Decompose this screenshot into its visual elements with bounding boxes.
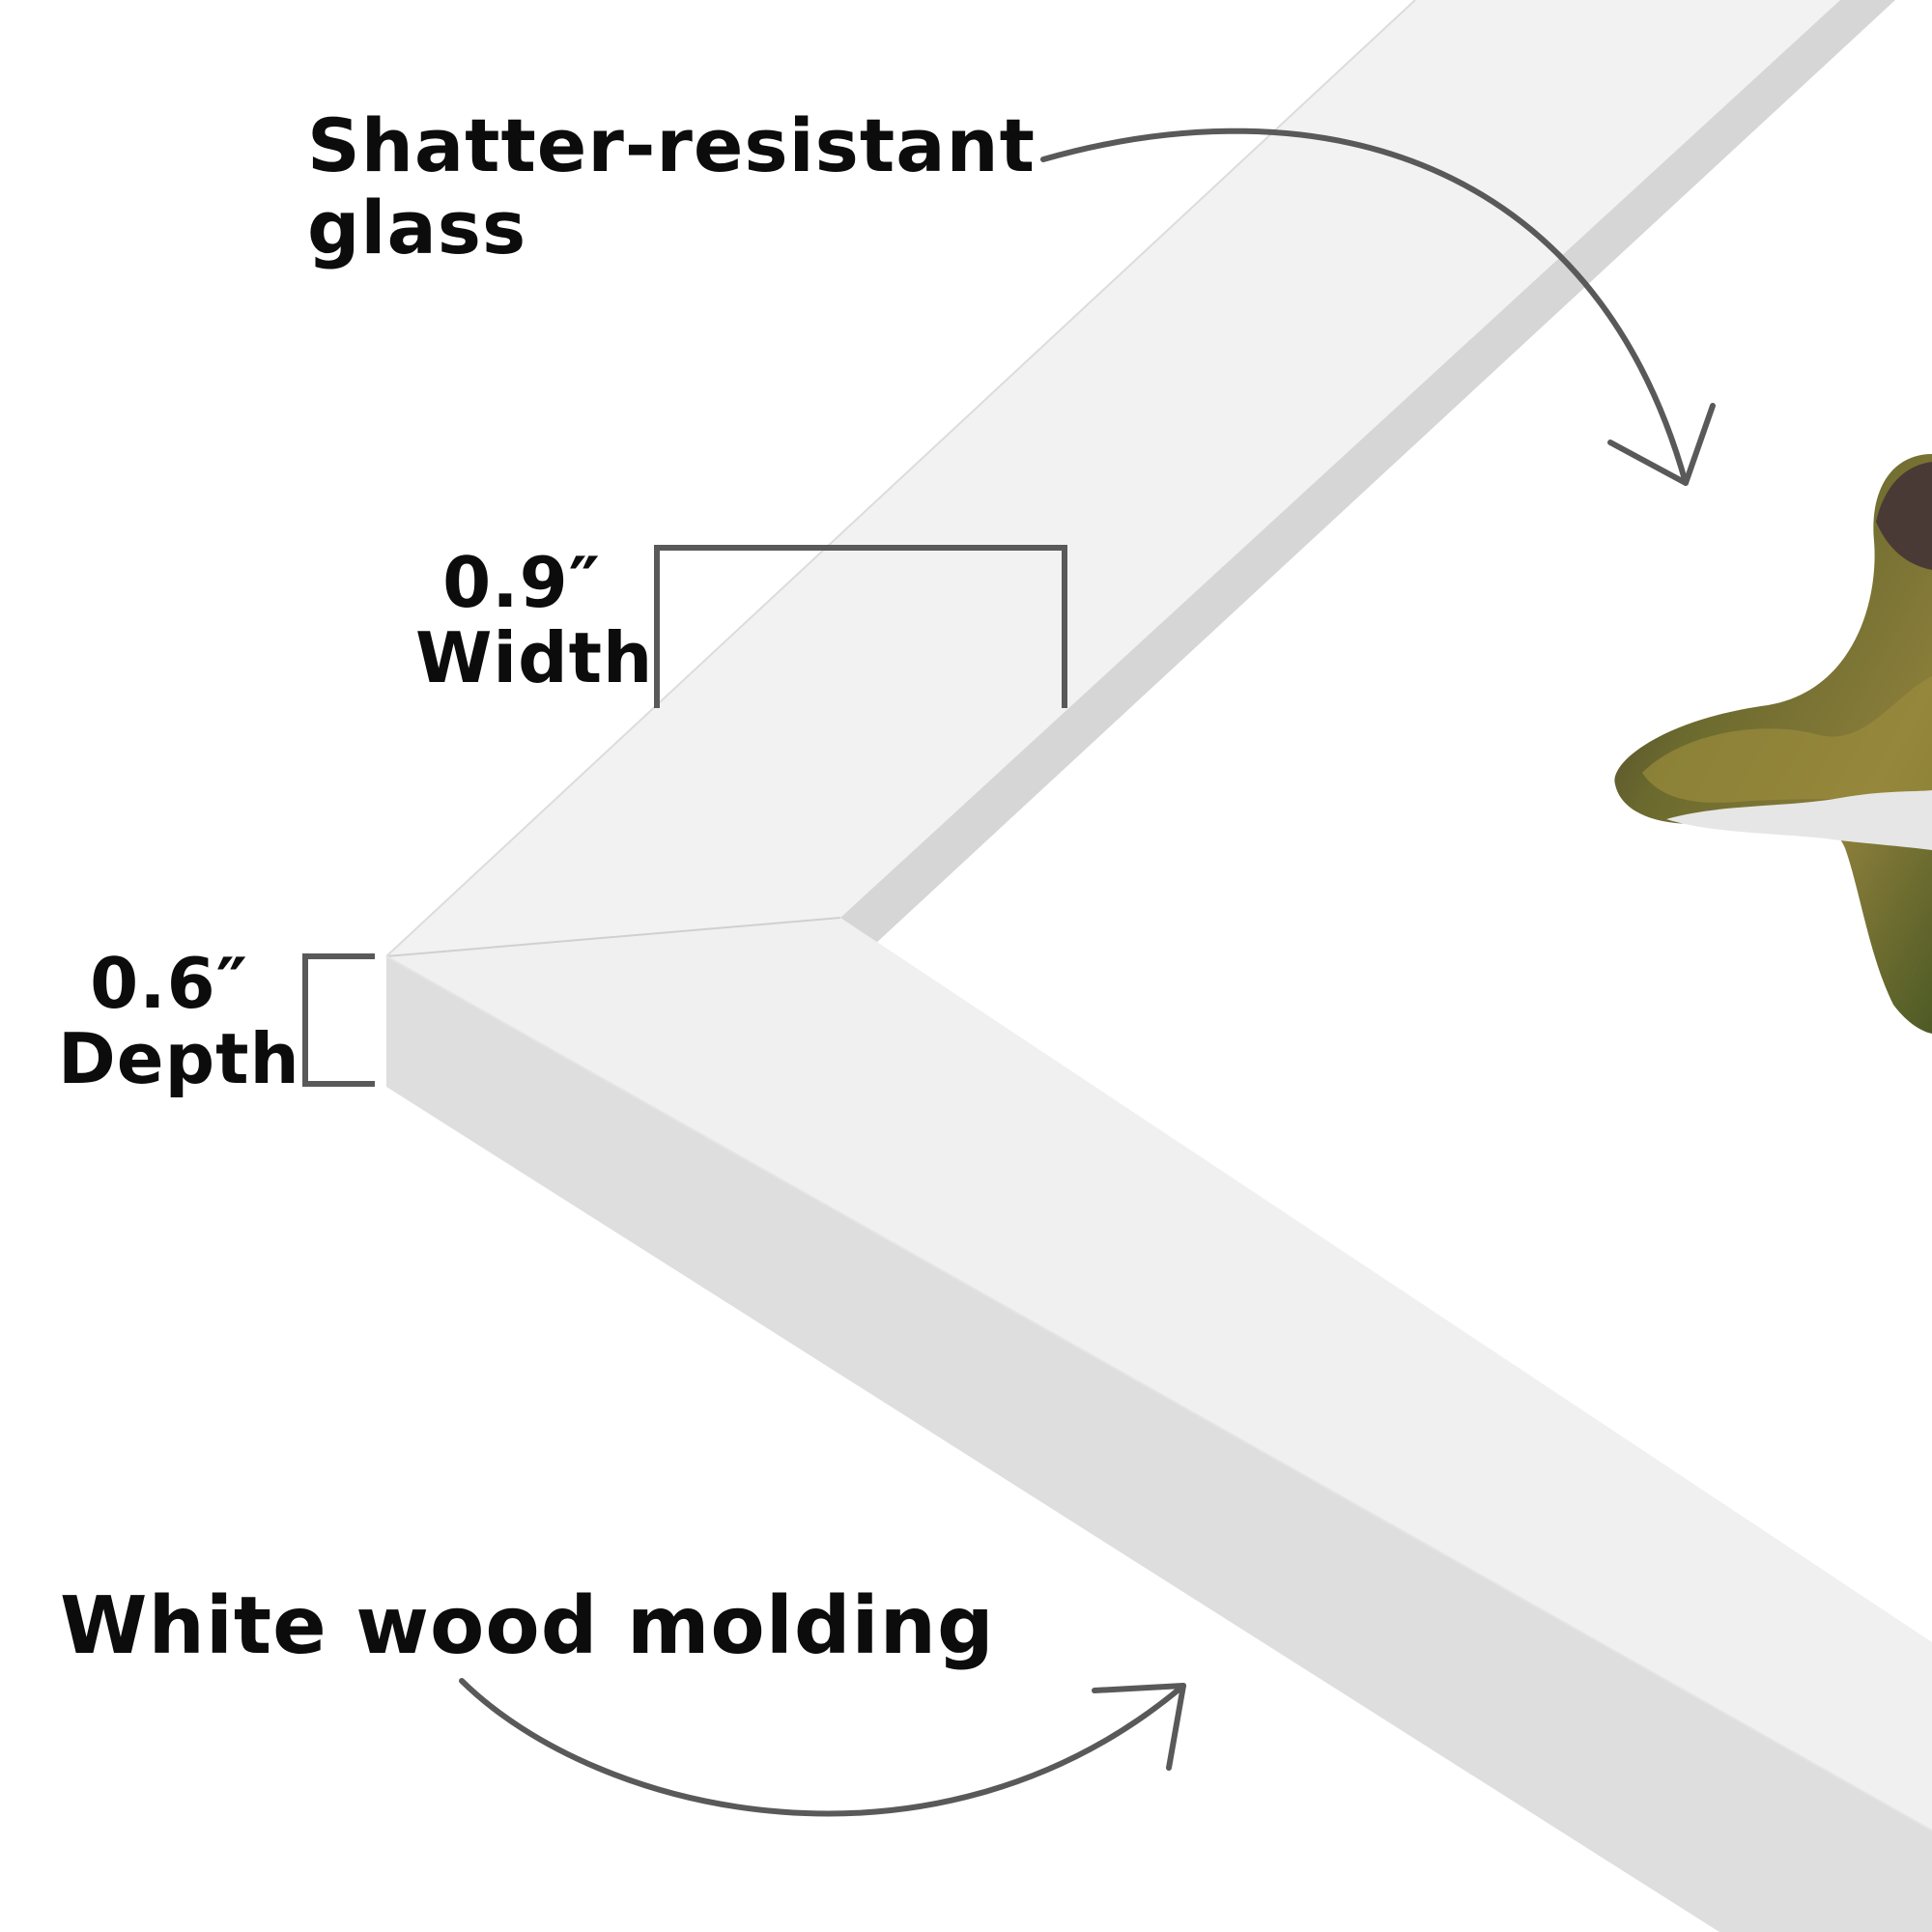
bracket-icon	[302, 953, 375, 1087]
width-value: 0.9″	[442, 542, 601, 623]
glass-callout-line-2: glass	[307, 185, 527, 271]
frame-outer-edge	[385, 0, 1416, 957]
width-caption: Width	[415, 616, 654, 698]
depth-caption: Depth	[58, 1017, 300, 1099]
frame-bottom-edge	[385, 955, 1932, 1832]
depth-value: 0.6″	[90, 943, 248, 1024]
photo-foliage-highlight	[1642, 676, 1932, 803]
frame-top-rail-face	[386, 0, 1840, 956]
width-callout-label: 0.9″ Width	[415, 542, 654, 698]
curved-arrow-icon	[1040, 128, 1716, 486]
molding-callout-label: White wood molding	[60, 1580, 995, 1672]
glass-callout-label: Shatter-resistant glass	[307, 104, 1036, 269]
photo-dark-top	[1876, 462, 1932, 570]
frame-miter-edge	[385, 917, 841, 957]
frame-bottom-rail-side	[386, 956, 1932, 1932]
frame-top-rail-bevel	[840, 0, 1895, 945]
photo-white-fabric	[1666, 790, 1932, 850]
curved-arrow-icon	[459, 1678, 1186, 1817]
depth-callout-label: 0.6″ Depth	[58, 943, 300, 1099]
glass-callout-line-1: Shatter-resistant	[307, 102, 1036, 188]
bracket-icon	[654, 545, 1067, 708]
frame-bottom-rail-face	[386, 918, 1932, 1831]
